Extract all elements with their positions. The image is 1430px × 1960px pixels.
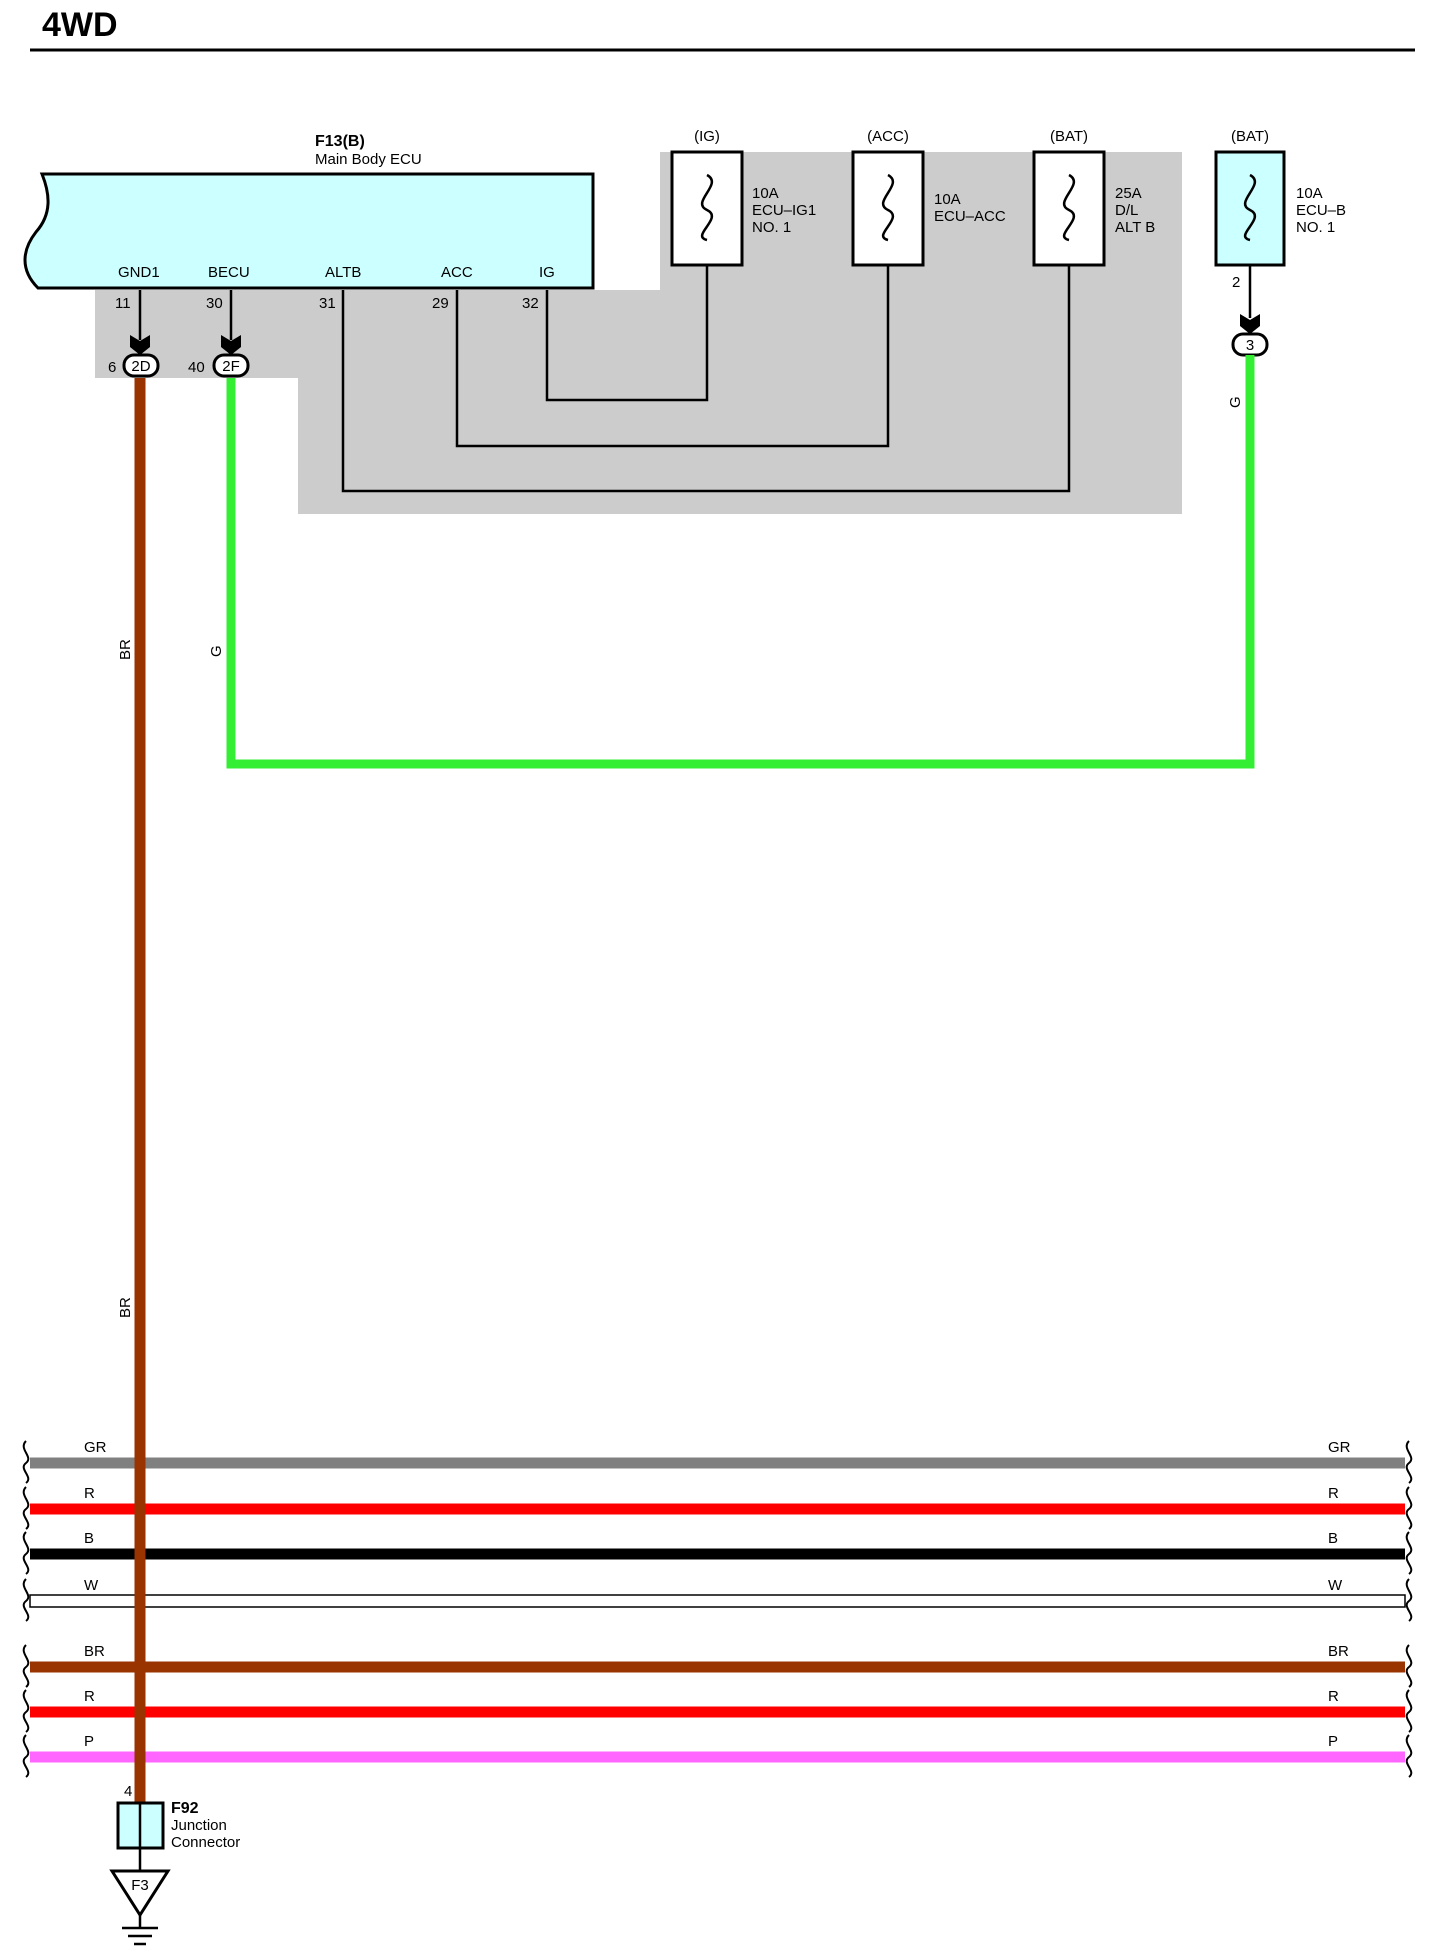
wire-break-mark (1405, 1734, 1413, 1778)
bus-label-right: B (1328, 1530, 1338, 1547)
pin-11: 11 (115, 295, 131, 312)
fuse-source: (BAT) (1050, 128, 1088, 145)
fuse-icon (700, 173, 714, 242)
wire-break-mark (22, 1689, 30, 1733)
connector-code: 2D (131, 358, 150, 375)
arrow-down-icon (1240, 314, 1260, 334)
pin-30: 30 (206, 295, 223, 312)
fuse-alt-b: (BAT) 25A D/L ALT B (1032, 128, 1155, 267)
fuse-label: ECU–ACC (934, 208, 1006, 225)
pin-32: 32 (522, 295, 539, 312)
bus-wire-w (29, 1594, 1406, 1608)
connector-2f (212, 353, 250, 378)
bus-label-right: W (1328, 1577, 1343, 1594)
bus-label-left: BR (84, 1643, 105, 1660)
bus-label-right: R (1328, 1485, 1339, 1502)
wire-break-mark (22, 1440, 30, 1484)
fuse-source: (BAT) (1231, 128, 1269, 145)
wire-break-mark (22, 1578, 30, 1622)
ecu-name: Main Body ECU (315, 151, 422, 168)
terminal-becu: BECU (208, 264, 250, 281)
fuse-rating: 25A (1115, 185, 1142, 202)
fuse-box (1214, 150, 1286, 267)
ground-code: F3 (131, 1877, 149, 1894)
wire-acc (455, 230, 890, 448)
wire-break-mark (22, 1734, 30, 1778)
ecu-id: F13(B) (315, 133, 365, 150)
junction-label-2: Connector (171, 1834, 240, 1851)
fuse-label: D/L (1115, 202, 1138, 219)
fuse-label: ECU–B (1296, 202, 1346, 219)
terminal-ig: IG (539, 264, 555, 281)
wire-break-mark (1405, 1486, 1413, 1530)
ground-point-icon (109, 1869, 171, 1918)
fuse-rating: 10A (752, 185, 779, 202)
fuse-ecu-ig1: (IG) 10A ECU–IG1 NO. 1 (670, 128, 816, 267)
fuse-number: NO. 1 (1296, 219, 1335, 236)
wire-label-br-upper: BR (117, 639, 134, 660)
fuse-number: NO. 1 (752, 219, 791, 236)
wire-label-br-lower: BR (117, 1297, 134, 1318)
bus-label-left: W (84, 1577, 99, 1594)
wire-break-mark (1405, 1440, 1413, 1484)
bus-label-right: P (1328, 1733, 1338, 1750)
fuse-source: (ACC) (867, 128, 909, 145)
fuse-label: ECU–IG1 (752, 202, 816, 219)
terminal-gnd1: GND1 (118, 264, 160, 281)
wire-label-g-left: G (208, 645, 225, 657)
fuse-box (1032, 150, 1106, 267)
fuse-icon (1243, 173, 1257, 242)
wire-bus: GR GR R R B B W W BR BR R R P P (22, 1439, 1413, 1778)
wire-altb (341, 230, 1071, 493)
bus-label-left: P (84, 1733, 94, 1750)
page-title: 4WD (42, 6, 118, 44)
wire-break-mark (1405, 1689, 1413, 1733)
fuse-rating: 10A (934, 191, 961, 208)
bus-label-left: R (84, 1688, 95, 1705)
wire-break-mark (22, 1531, 30, 1575)
connector-pin: 6 (108, 359, 116, 376)
wire-break-mark (22, 1486, 30, 1530)
wire-break-mark (1405, 1578, 1413, 1622)
bus-label-left: GR (84, 1439, 107, 1456)
wire-ig (545, 230, 709, 402)
fuse-box (670, 150, 744, 267)
fuse-source: (IG) (694, 128, 720, 145)
terminal-altb: ALTB (325, 264, 361, 281)
bus-label-right: GR (1328, 1439, 1351, 1456)
fuse-pin: 2 (1232, 274, 1240, 291)
bus-label-left: R (84, 1485, 95, 1502)
bus-label-left: B (84, 1530, 94, 1547)
junction-label-1: Junction (171, 1817, 227, 1834)
fuse-number: ALT B (1115, 219, 1155, 236)
terminal-acc: ACC (441, 264, 473, 281)
arrow-down-icon (221, 335, 241, 355)
connector-2d (122, 353, 160, 378)
connector-code: 2F (222, 358, 240, 375)
pin-31: 31 (319, 295, 336, 312)
wire-green-becu (226, 355, 1255, 769)
fuse-box (851, 150, 925, 267)
connector-code: 3 (1246, 337, 1254, 354)
wire-break-mark (22, 1644, 30, 1688)
wire-label-g-right: G (1227, 396, 1244, 408)
junction-id: F92 (171, 1800, 199, 1817)
main-body-ecu-box (23, 172, 595, 290)
arrow-down-icon (130, 335, 150, 355)
junction-pin: 4 (124, 1783, 132, 1800)
wire-break-mark (1405, 1531, 1413, 1575)
fuse-rating: 10A (1296, 185, 1323, 202)
bus-label-right: BR (1328, 1643, 1349, 1660)
connector-pin: 40 (188, 359, 205, 376)
fuse-icon (1062, 173, 1076, 242)
bus-label-right: R (1328, 1688, 1339, 1705)
fuse-ecu-b: (BAT) 10A ECU–B NO. 1 2 (1214, 128, 1346, 291)
fuse-icon (881, 173, 895, 242)
fuse-ecu-acc: (ACC) 10A ECU–ACC (851, 128, 1006, 267)
pin-29: 29 (432, 295, 449, 312)
wire-break-mark (1405, 1644, 1413, 1688)
